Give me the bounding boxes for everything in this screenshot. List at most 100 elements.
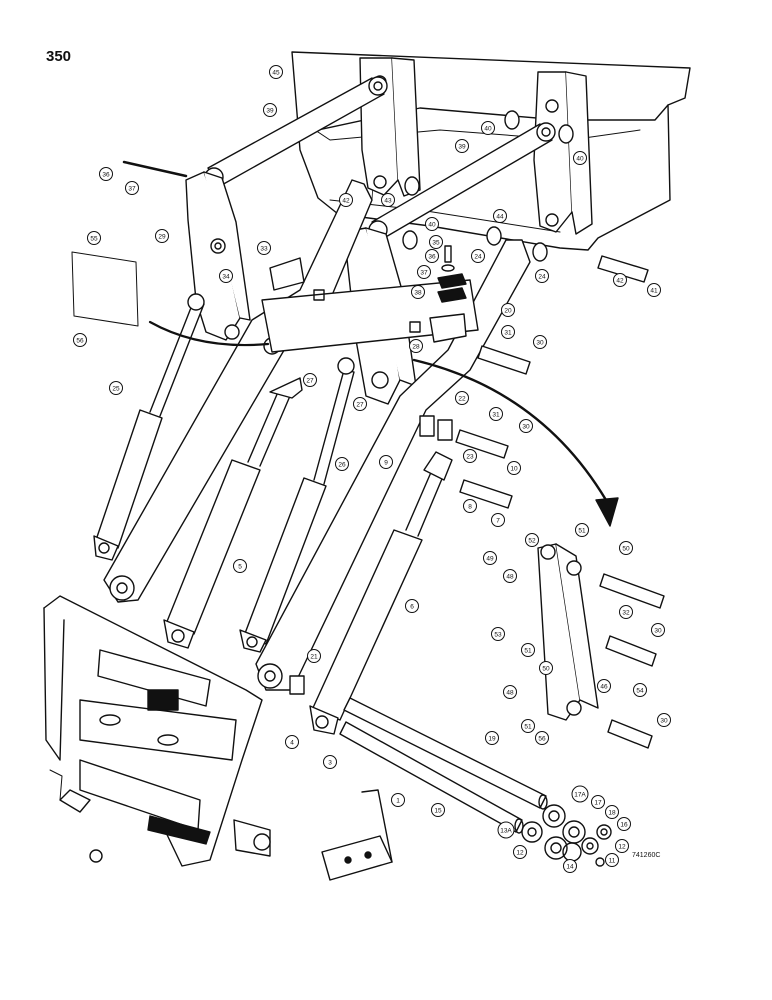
callout-circle <box>597 679 611 693</box>
callout-circle <box>269 65 283 79</box>
callout-label: 40 <box>484 125 492 132</box>
callout-circle <box>539 661 553 675</box>
callout-label: 35 <box>432 239 440 246</box>
callout-circle <box>485 731 499 745</box>
callout-51: 51 <box>521 643 535 657</box>
callout-label: 14 <box>566 863 574 870</box>
callout-circle <box>481 121 495 135</box>
callout-label: 54 <box>636 687 644 694</box>
callout-circle <box>521 643 535 657</box>
callout-circle <box>109 381 123 395</box>
callout-label: 8 <box>468 503 472 510</box>
tractor-frame <box>43 595 271 867</box>
callout-label: 36 <box>102 171 110 178</box>
callout-31: 22 <box>455 391 469 405</box>
callout-17: 35 <box>429 235 443 249</box>
callout-circle <box>455 391 469 405</box>
callout-label: 5 <box>238 563 242 570</box>
callout-label: 32 <box>622 609 630 616</box>
callout-67: 18 <box>605 805 619 819</box>
callout-50: 53 <box>491 627 505 641</box>
callout-label: 27 <box>356 401 364 408</box>
callout-33: 30 <box>519 419 533 433</box>
callout-18: 36 <box>425 249 439 263</box>
callout-label: 42 <box>616 277 624 284</box>
callout-54: 46 <box>597 679 611 693</box>
callout-label: 53 <box>494 631 502 638</box>
lift-cylinder-right <box>309 451 453 735</box>
callout-label: 13A <box>500 827 512 834</box>
callout-44: 52 <box>525 533 539 547</box>
callout-72: 14 <box>563 859 577 873</box>
callout-label: 24 <box>474 253 482 260</box>
callout-circle <box>409 339 423 353</box>
callout-label: 25 <box>112 385 120 392</box>
callout-label: 36 <box>428 253 436 260</box>
callout-32: 31 <box>489 407 503 421</box>
drawing-reference-code: 741260C <box>632 852 660 859</box>
callout-label: 43 <box>384 197 392 204</box>
callout-circle <box>219 269 233 283</box>
callout-circle <box>471 249 485 263</box>
callout-circle <box>125 181 139 195</box>
callout-label: 22 <box>458 395 466 402</box>
callout-label: 30 <box>522 423 530 430</box>
callout-circle <box>99 167 113 181</box>
callout-49: 30 <box>651 623 665 637</box>
callout-circle <box>535 269 549 283</box>
callout-label: 24 <box>538 273 546 280</box>
callout-circle <box>651 623 665 637</box>
tilt-cylinder-5 <box>163 377 303 649</box>
callout-63: 1 <box>391 793 405 807</box>
callout-circle <box>507 461 521 475</box>
callout-43: 51 <box>575 523 589 537</box>
callout-label: 31 <box>504 329 512 336</box>
callout-7: 37 <box>125 181 139 195</box>
callout-circle <box>573 151 587 165</box>
callout-label: 48 <box>506 573 514 580</box>
callout-circle <box>619 541 633 555</box>
callout-label: 50 <box>622 545 630 552</box>
link-assembly-46 <box>537 543 665 749</box>
callout-circle <box>483 551 497 565</box>
callout-label: 51 <box>524 723 532 730</box>
callout-37: 9 <box>379 455 393 469</box>
callout-circle <box>525 533 539 547</box>
callout-71: 12 <box>615 839 629 853</box>
callout-circle <box>605 853 619 867</box>
callout-circle <box>503 685 517 699</box>
callout-69: 13A <box>497 821 515 839</box>
callout-circle <box>425 249 439 263</box>
callout-label: 40 <box>576 155 584 162</box>
callout-label: 11 <box>609 857 616 864</box>
callout-label: 28 <box>412 343 420 350</box>
callout-circle <box>657 713 671 727</box>
callout-circle <box>591 795 605 809</box>
reference-arrow-left <box>71 251 270 347</box>
callout-label: 56 <box>76 337 84 344</box>
callout-circle <box>381 193 395 207</box>
callout-label: 20 <box>504 307 512 314</box>
callout-label: 12 <box>618 843 626 850</box>
callout-29: 27 <box>303 373 317 387</box>
callout-53: 54 <box>633 683 647 697</box>
callout-label: 52 <box>528 537 536 544</box>
callout-23: 42 <box>613 273 627 287</box>
callout-40: 7 <box>491 513 505 527</box>
callout-3: 40 <box>481 121 495 135</box>
callout-circle <box>307 649 321 663</box>
callout-circle <box>503 569 517 583</box>
callout-label: 40 <box>428 221 436 228</box>
lower-pin-19 <box>343 697 548 810</box>
callout-circle <box>563 859 577 873</box>
callout-12: 56 <box>73 333 87 347</box>
callout-label: 10 <box>510 465 518 472</box>
tilt-cylinder-26 <box>239 357 355 653</box>
callout-42: 6 <box>405 599 419 613</box>
callout-60: 4 <box>285 735 299 749</box>
bracket-1 <box>321 789 393 881</box>
callout-circle <box>233 559 247 573</box>
callout-label: 48 <box>506 689 514 696</box>
bushings-top <box>402 110 574 262</box>
